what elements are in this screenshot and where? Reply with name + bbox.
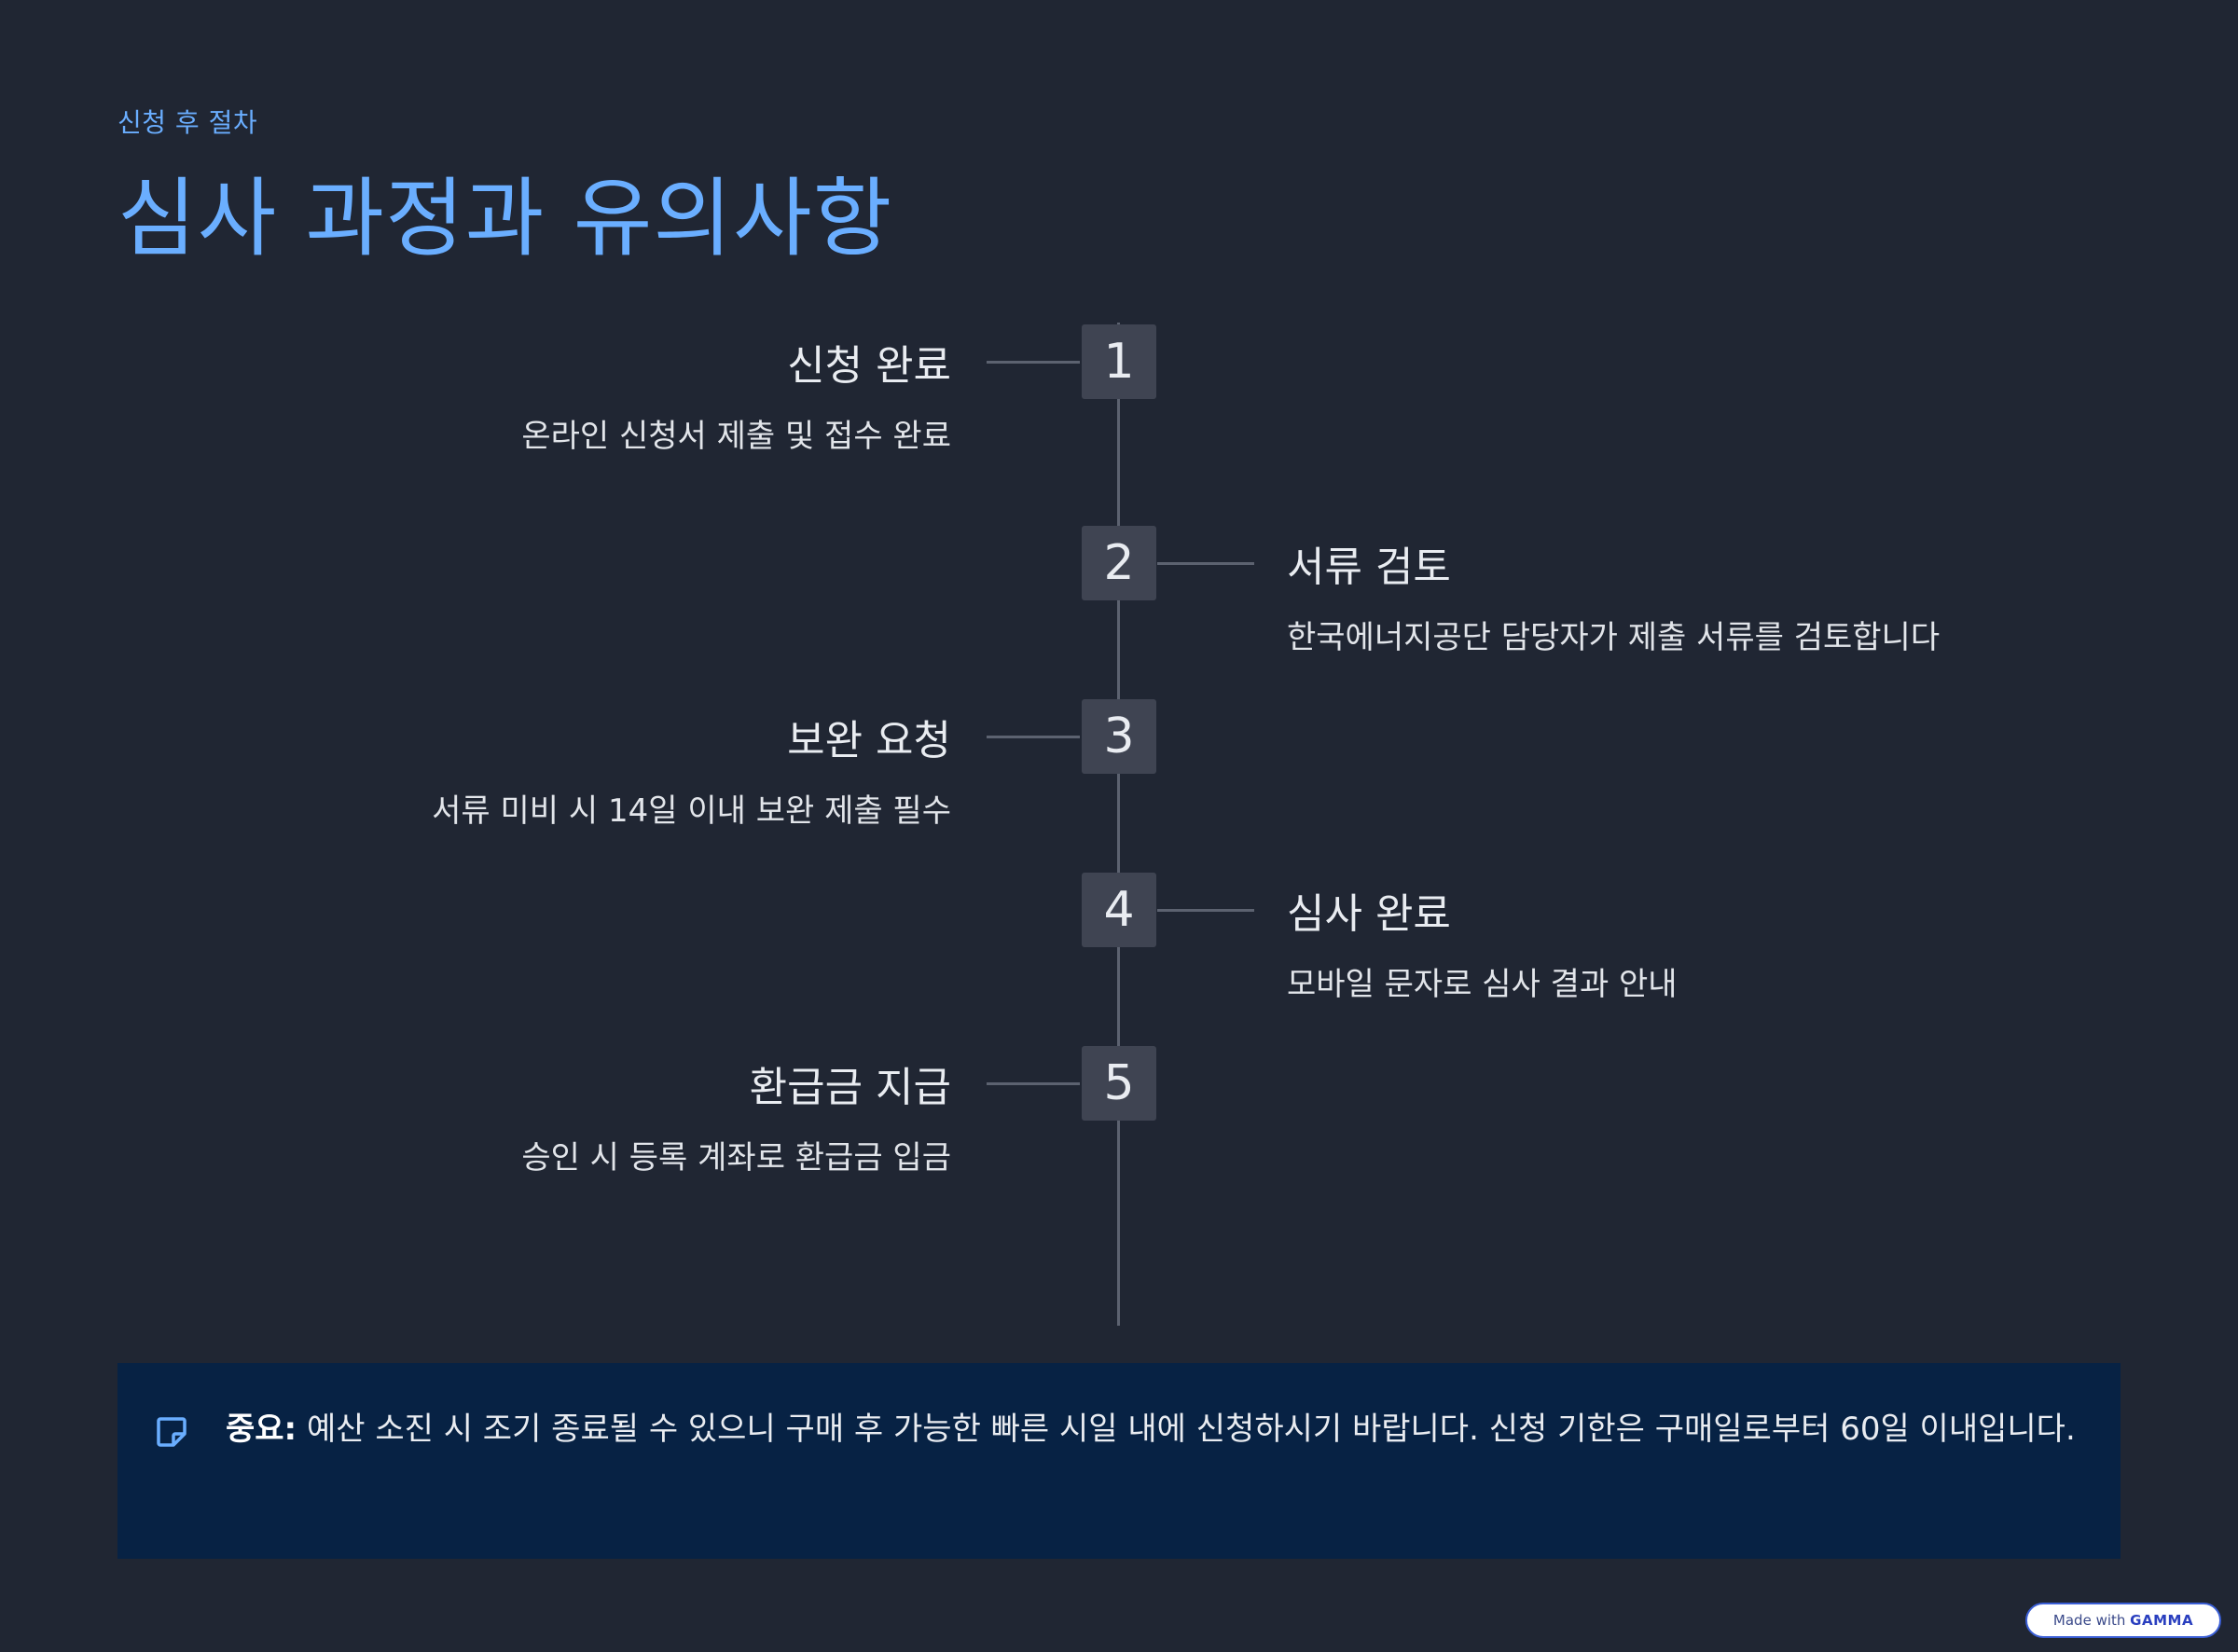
made-with-label: Made with — [2052, 1612, 2131, 1629]
gamma-logo: GAMMA — [2130, 1612, 2194, 1629]
note-icon — [157, 1417, 186, 1447]
step-1-description: 온라인 신청서 제출 및 접수 완료 — [521, 418, 951, 455]
step-2-badge: 2 — [1082, 526, 1156, 600]
step-3-badge: 3 — [1082, 699, 1156, 774]
step-4-title: 심사 완료 — [1287, 890, 1451, 938]
step-2-connector — [1157, 562, 1254, 565]
step-1-connector — [987, 361, 1080, 364]
notice-body: 예산 소진 시 조기 종료될 수 있으니 구매 후 가능한 빠른 시일 내에 신… — [297, 1411, 2076, 1448]
eyebrow-label: 신청 후 절차 — [117, 107, 258, 138]
notice-label: 중요: — [226, 1411, 297, 1448]
step-4-badge: 4 — [1082, 873, 1156, 947]
step-4-connector — [1157, 909, 1254, 912]
made-with-gamma-badge[interactable]: Made with GAMMA — [2025, 1603, 2221, 1638]
step-1-badge: 1 — [1082, 324, 1156, 399]
step-1-title: 신청 완료 — [787, 342, 951, 390]
step-2-description: 한국에너지공단 담당자가 제출 서류를 검토합니다 — [1287, 619, 1941, 656]
step-3-title: 보완 요청 — [787, 717, 951, 764]
step-3-connector — [987, 736, 1080, 738]
step-5-badge: 5 — [1082, 1046, 1156, 1121]
timeline-line — [1117, 323, 1120, 1326]
notice-text: 중요: 예산 소진 시 조기 종료될 수 있으니 구매 후 가능한 빠른 시일 … — [226, 1402, 2093, 1456]
step-3-description: 서류 미비 시 14일 이내 보완 제출 필수 — [432, 792, 951, 830]
step-5-title: 환급금 지급 — [749, 1064, 951, 1111]
step-5-connector — [987, 1082, 1080, 1085]
step-2-title: 서류 검토 — [1287, 544, 1451, 591]
step-5-description: 승인 시 등록 계좌로 환급금 입금 — [521, 1139, 951, 1177]
step-4-description: 모바일 문자로 심사 결과 안내 — [1287, 966, 1678, 1003]
important-notice: 중요: 예산 소진 시 조기 종료될 수 있으니 구매 후 가능한 빠른 시일 … — [117, 1363, 2121, 1559]
page-title: 심사 과정과 유의사항 — [117, 169, 893, 268]
